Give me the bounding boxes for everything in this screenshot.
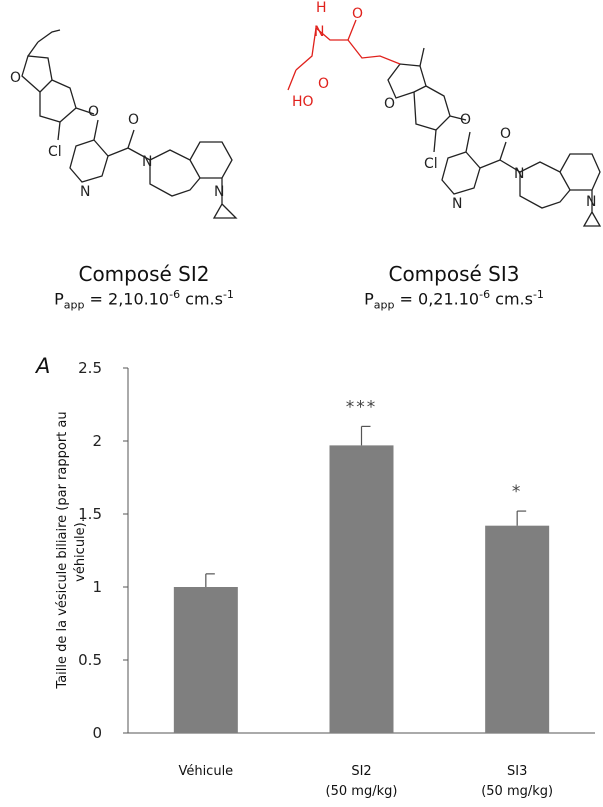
structure-si2 bbox=[21, 29, 238, 219]
atom-label: N bbox=[80, 184, 90, 200]
x-tick-label: (50 mg/kg) bbox=[326, 784, 398, 799]
x-tick-label: SI2 bbox=[351, 764, 371, 779]
y-tick-label: 2.5 bbox=[78, 359, 102, 377]
x-tick-label: SI3 bbox=[507, 764, 527, 779]
atom-label: O bbox=[500, 126, 511, 142]
atom-label: O bbox=[88, 104, 99, 120]
significance-label: * bbox=[512, 482, 523, 502]
side-chain-si3 bbox=[287, 19, 401, 91]
x-tick-label: (50 mg/kg) bbox=[481, 784, 553, 799]
y-axis-title: Taille de la vésicule biliaire (par rapp… bbox=[55, 411, 70, 689]
panel-letter: A bbox=[36, 354, 51, 378]
y-tick-label: 1.5 bbox=[78, 505, 102, 523]
atom-label: N bbox=[314, 24, 324, 40]
papp-unit: cm.s bbox=[490, 289, 533, 309]
y-tick-label: 2 bbox=[92, 432, 102, 450]
papp-unit: cm.s bbox=[180, 289, 223, 309]
atom-label: H bbox=[316, 0, 327, 16]
significance-label: *** bbox=[346, 397, 378, 417]
y-axis-title: véhicule). bbox=[73, 518, 88, 582]
compound-name-si2: Composé SI2 bbox=[78, 262, 210, 286]
papp-sub: app bbox=[63, 298, 85, 312]
x-tick-label: Véhicule bbox=[178, 764, 233, 779]
bar bbox=[173, 587, 238, 733]
atom-label: N bbox=[452, 196, 462, 212]
bar bbox=[329, 445, 394, 733]
papp-si3: Papp = 0,21.10-6 cm.s-1 bbox=[324, 288, 584, 312]
atom-label: O bbox=[352, 6, 363, 22]
atom-label: O bbox=[128, 112, 139, 128]
papp-si2: Papp = 2,10.10-6 cm.s-1 bbox=[14, 288, 274, 312]
atom-label: O bbox=[10, 70, 21, 86]
compound-name-si3: Composé SI3 bbox=[388, 262, 520, 286]
chemical-structures: O Cl O O N N N H N O O HO O Cl O O N N N bbox=[10, 0, 602, 227]
papp-symbol: P bbox=[54, 289, 64, 309]
papp-unit-exponent: -1 bbox=[532, 288, 544, 301]
papp-sub: app bbox=[373, 298, 395, 312]
atom-label: HO bbox=[292, 94, 314, 110]
atom-label: N bbox=[142, 154, 152, 170]
y-tick-label: 1 bbox=[92, 578, 102, 596]
atom-label: Cl bbox=[424, 156, 438, 172]
atom-label: N bbox=[214, 184, 224, 200]
atom-label: O bbox=[318, 76, 329, 92]
papp-value: = 2,10.10 bbox=[84, 289, 170, 309]
atom-label: O bbox=[384, 96, 395, 112]
bar bbox=[485, 525, 550, 733]
y-tick-label: 0 bbox=[92, 724, 102, 742]
papp-exponent: -6 bbox=[169, 288, 181, 301]
atom-label: O bbox=[460, 112, 471, 128]
papp-value: = 0,21.10 bbox=[394, 289, 480, 309]
atom-label: Cl bbox=[48, 144, 62, 160]
atom-label: N bbox=[586, 194, 596, 210]
papp-symbol: P bbox=[364, 289, 374, 309]
papp-unit-exponent: -1 bbox=[222, 288, 234, 301]
atom-label: N bbox=[514, 166, 524, 182]
papp-exponent: -6 bbox=[479, 288, 491, 301]
y-tick-label: 0.5 bbox=[78, 651, 102, 669]
structure-si3 bbox=[387, 47, 602, 227]
